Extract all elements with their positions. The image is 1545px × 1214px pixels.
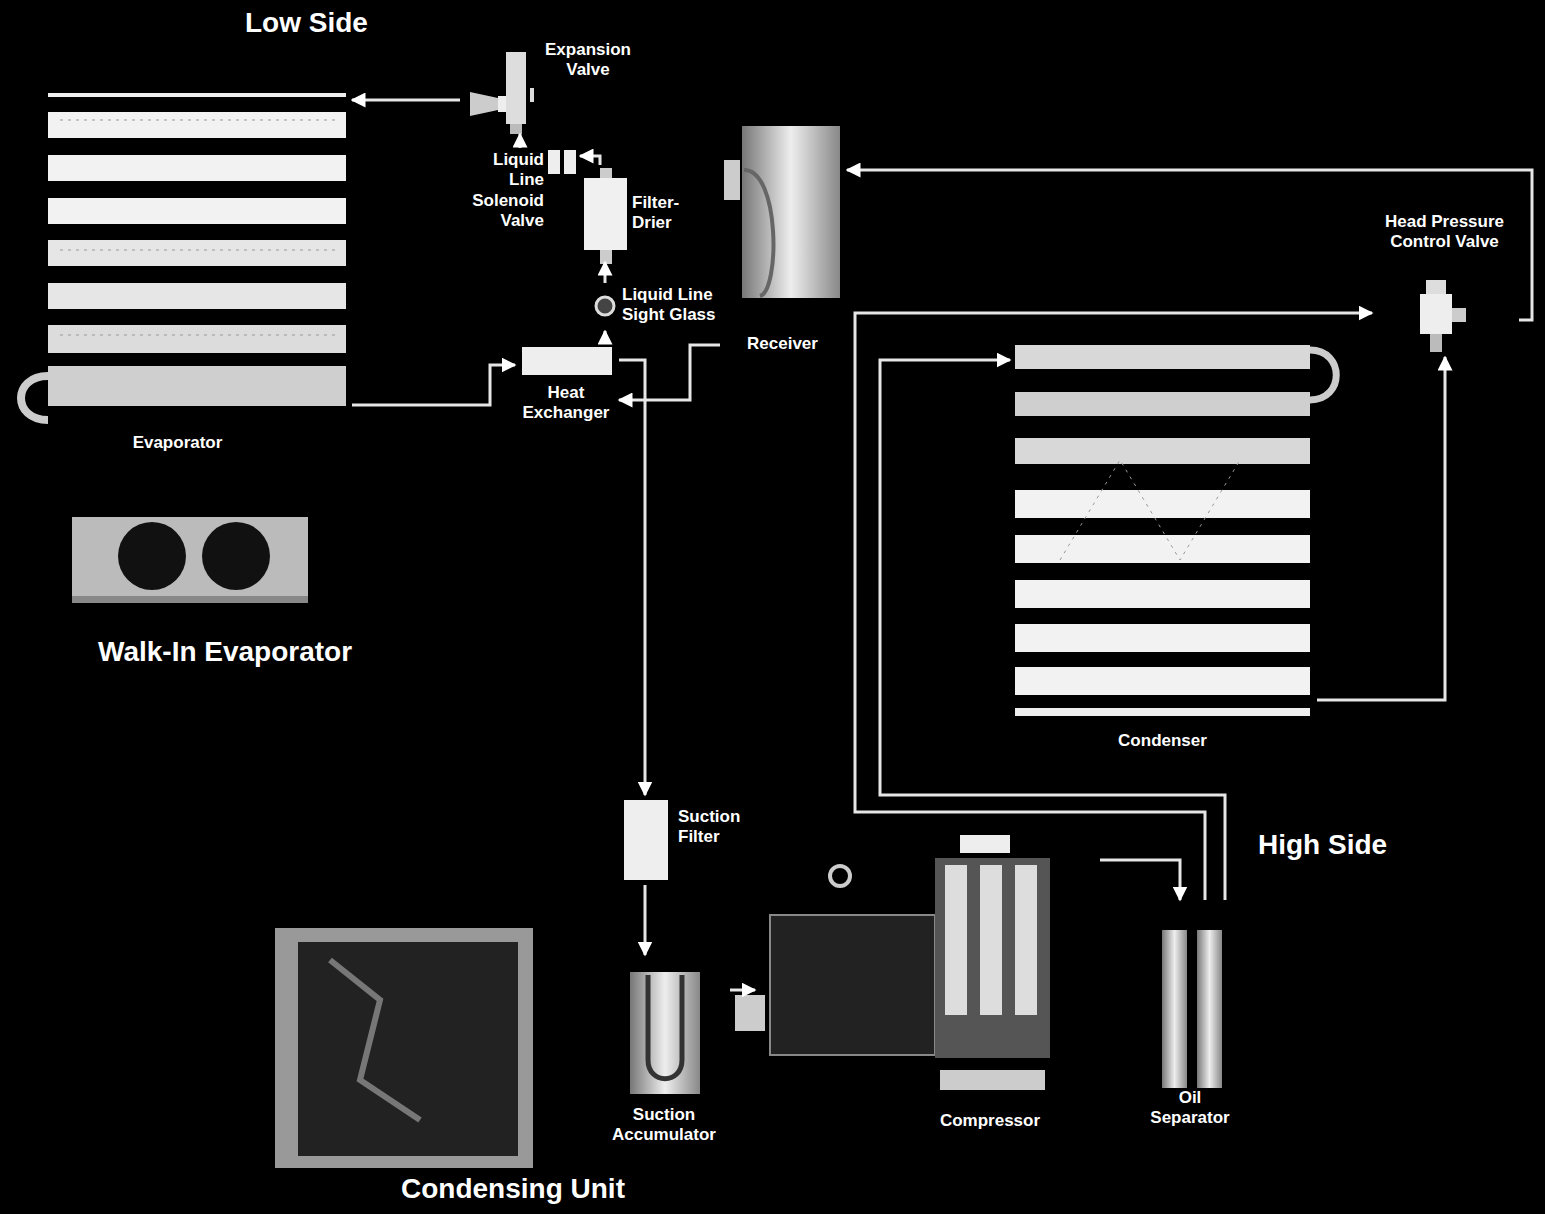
suction-accumulator-tank [630, 972, 700, 1094]
evaporator: Evaporator [5, 88, 352, 460]
component-label: Condensing Unit [368, 1174, 658, 1205]
refrigerant-line [1100, 860, 1180, 900]
heat-exchanger-symbol [522, 347, 612, 375]
compressor-picture [735, 835, 1050, 1090]
refrigerant-line [855, 313, 1372, 900]
refrigerant-line [619, 360, 645, 795]
oil-separator-tanks [1162, 930, 1222, 1088]
refrigerant-line [519, 134, 522, 148]
side-label: High Side [1258, 828, 1387, 862]
walk-in-evaporator-picture [72, 517, 308, 603]
component-label: Expansion Valve [538, 40, 638, 81]
component-label: Oil Separator [1140, 1088, 1240, 1129]
refrigerant-line [352, 99, 460, 102]
expansion-valve: Expansion Valve [460, 36, 645, 134]
refrigerant-line [619, 345, 720, 400]
component-label: Compressor [930, 1111, 1050, 1131]
head-pressure-valve-symbol [1420, 280, 1466, 352]
condensing-unit-picture [275, 928, 533, 1168]
refrigerant-line [880, 360, 1225, 900]
condensing-unit: Condensing Unit [268, 922, 660, 1210]
solenoid-valve: Liquid Line Solenoid Valve [468, 148, 580, 246]
compressor: Compressor [755, 825, 1100, 1137]
filter-drier-symbol [584, 168, 627, 264]
refrigerant-line [604, 262, 607, 283]
side-label: Low Side [245, 6, 368, 40]
component-label: Evaporator [5, 433, 350, 453]
component-label: Heat Exchanger [515, 383, 617, 424]
condenser: Condenser [1010, 335, 1317, 755]
expansion-valve-symbol [470, 52, 534, 134]
sight-glass: Liquid Line Sight Glass [592, 283, 734, 331]
refrigerant-line [730, 989, 755, 992]
refrigerant-line [604, 331, 607, 343]
refrigerant-line [352, 365, 515, 405]
component-label: Filter-Drier [632, 193, 694, 234]
heat-exchanger: Heat Exchanger [515, 343, 619, 435]
refrigerant-line [847, 170, 1532, 320]
refrigerant-line [1317, 357, 1445, 700]
suction-filter-symbol [624, 800, 668, 880]
component-label: Walk-In Evaporator [98, 637, 433, 668]
component-label: Liquid Line Solenoid Valve [468, 150, 544, 232]
component-label: Receiver [720, 334, 845, 354]
condenser-coil [1015, 345, 1336, 716]
oil-separator: Oil Separator [1140, 900, 1242, 1136]
sight-glass-symbol [596, 297, 614, 315]
walk-in-evaporator: Walk-In Evaporator [68, 512, 435, 674]
evaporator-coil [21, 93, 346, 420]
refrigerant-line [644, 885, 647, 955]
solenoid-valve-symbol [548, 150, 576, 174]
component-label: Head Pressure Control Valve [1372, 212, 1517, 253]
suction-accumulator: Suction Accumulator [600, 955, 730, 1151]
component-label: Liquid Line Sight Glass [622, 285, 730, 326]
refrigerant-line [580, 156, 600, 165]
component-label: Suction Accumulator [600, 1105, 728, 1146]
receiver-tank [724, 126, 840, 298]
component-label: Suction Filter [678, 807, 753, 848]
suction-filter: Suction Filter [620, 795, 755, 885]
filter-drier: Filter-Drier [582, 165, 697, 262]
component-label: Condenser [1010, 731, 1315, 751]
head-pressure-control-valve: Head Pressure Control Valve [1372, 210, 1519, 357]
receiver: Receiver [720, 122, 847, 357]
